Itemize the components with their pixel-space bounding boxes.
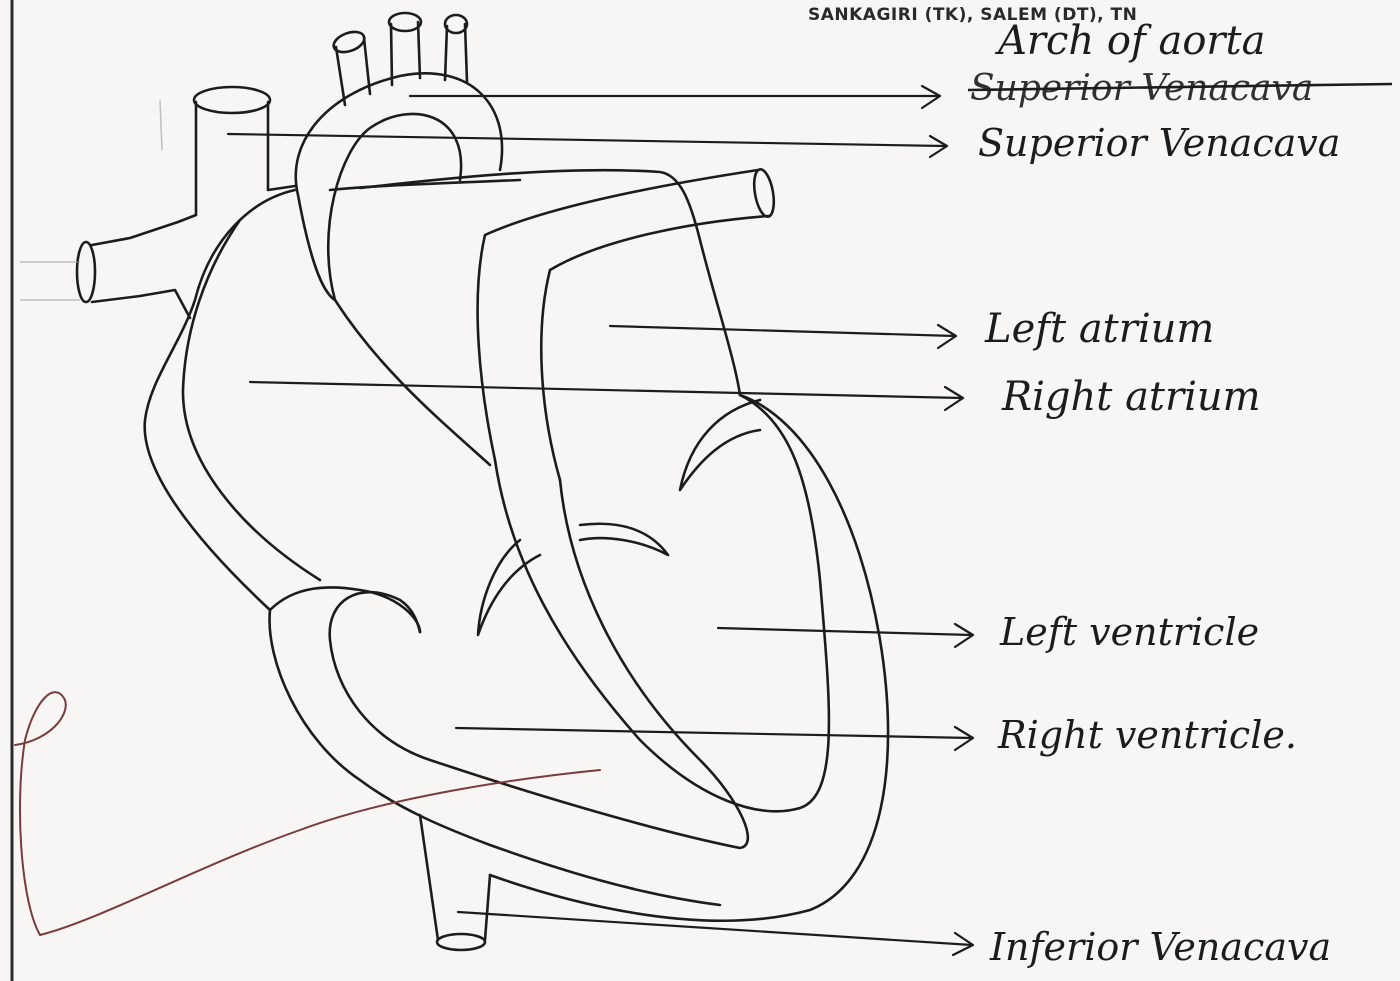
pointer-inferior-venacava xyxy=(458,912,973,955)
label-right-atrium: Right atrium xyxy=(1001,374,1261,420)
aortic-arch xyxy=(296,73,502,465)
label-left-ventricle: Left ventricle xyxy=(999,610,1259,654)
pointer-right-ventricle xyxy=(456,727,973,750)
pulmonary-trunk xyxy=(478,168,777,480)
label-superior-venacava: Superior Venacava xyxy=(978,121,1340,165)
aortic-branches xyxy=(331,13,467,105)
label-superior-venacava-struck: Superior Venacava xyxy=(968,68,1392,109)
pointer-superior-venacava xyxy=(228,134,947,157)
pointer-left-ventricle xyxy=(718,624,973,647)
valve-cusps xyxy=(478,400,760,635)
label-arch-of-aorta: Arch of aorta xyxy=(994,18,1265,64)
pointer-left-atrium xyxy=(610,325,956,348)
pencil-traces xyxy=(20,100,162,300)
inferior-venacava-vessel xyxy=(420,815,490,950)
pointer-right-atrium xyxy=(250,382,963,410)
label-inferior-venacava: Inferior Venacava xyxy=(989,925,1331,969)
right-ventricle-wall xyxy=(270,587,720,905)
ventricular-septum xyxy=(330,395,829,848)
label-right-ventricle: Right ventricle. xyxy=(997,713,1297,757)
label-left-atrium: Left atrium xyxy=(984,306,1214,352)
pointer-lines xyxy=(228,86,973,955)
